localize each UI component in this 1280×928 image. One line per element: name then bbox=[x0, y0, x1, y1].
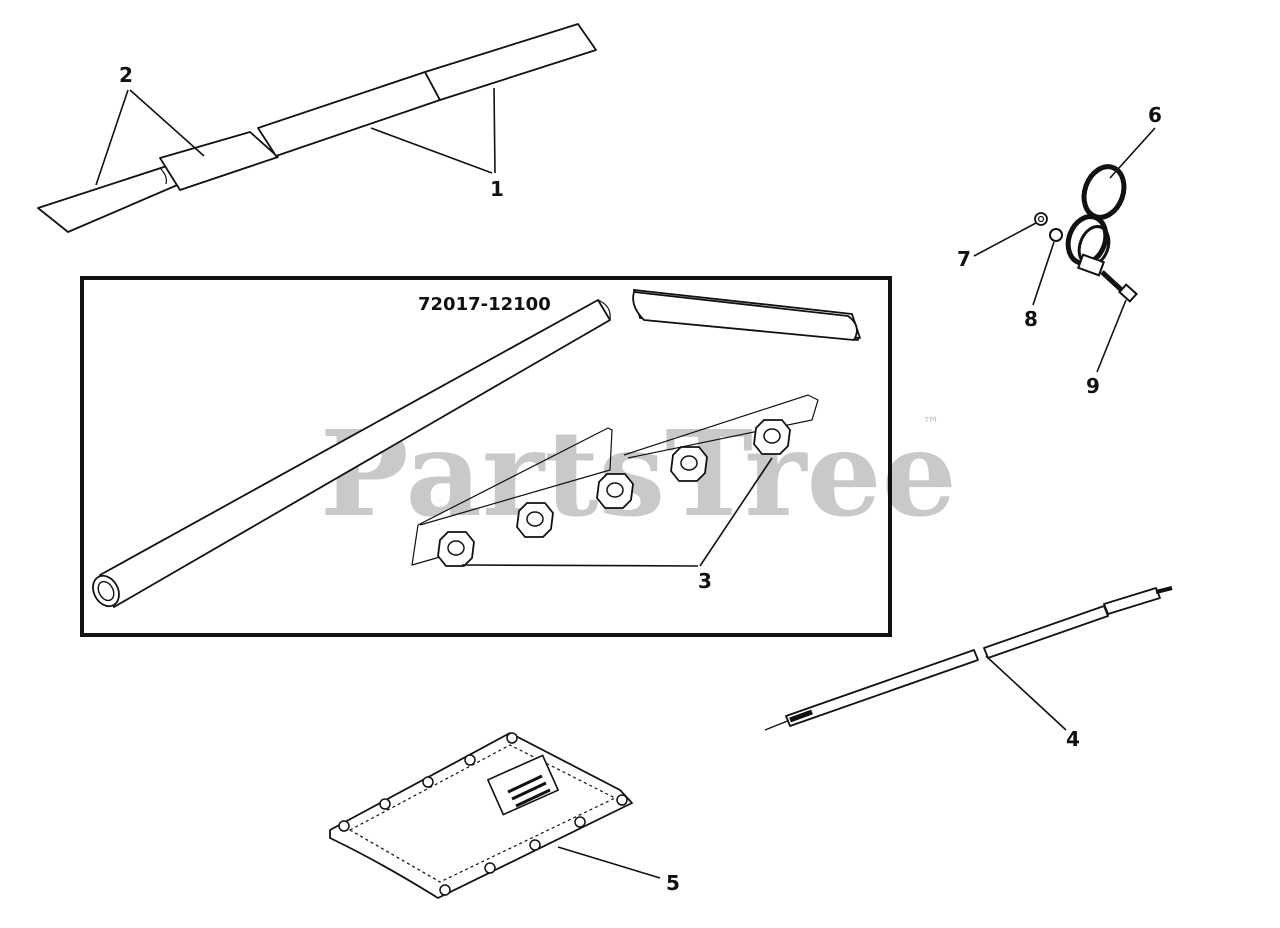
callout-3-label: 3 bbox=[698, 569, 712, 593]
callout-2-label: 2 bbox=[119, 63, 133, 87]
watermark-trademark: ™ bbox=[922, 414, 940, 435]
handle-clamp[interactable] bbox=[1062, 161, 1131, 277]
callout-6-label: 6 bbox=[1148, 103, 1162, 127]
callout-2: 2 bbox=[95, 63, 205, 186]
callout-5: 5 bbox=[557, 846, 680, 895]
callout-3: 3 bbox=[461, 457, 773, 593]
callout-5-label: 5 bbox=[666, 871, 680, 895]
callout-4: 4 bbox=[985, 655, 1080, 751]
drive-shaft[interactable] bbox=[764, 586, 1173, 731]
clamp-nut[interactable] bbox=[1034, 212, 1048, 226]
long-tube[interactable] bbox=[88, 299, 611, 611]
callout-9: 9 bbox=[1086, 299, 1127, 398]
clamp-screw[interactable] bbox=[1100, 270, 1138, 303]
callout-8-label: 8 bbox=[1024, 307, 1038, 331]
callout-8: 8 bbox=[1024, 241, 1055, 331]
callout-1-label: 1 bbox=[490, 177, 504, 201]
callout-9-label: 9 bbox=[1086, 374, 1100, 398]
cover-plate[interactable] bbox=[329, 732, 633, 899]
clamp-washer[interactable] bbox=[1049, 228, 1063, 242]
kit-box: 72017-12100 3 bbox=[80, 276, 892, 637]
nut-set[interactable] bbox=[437, 419, 791, 567]
kit-part-number: 72017-12100 bbox=[418, 294, 551, 315]
callout-6: 6 bbox=[1109, 103, 1162, 179]
callout-1: 1 bbox=[370, 87, 504, 201]
callout-7-label: 7 bbox=[957, 247, 971, 271]
callout-4-label: 4 bbox=[1066, 727, 1080, 751]
short-tube[interactable] bbox=[632, 289, 861, 341]
decal-strips[interactable] bbox=[37, 23, 597, 233]
callout-7: 7 bbox=[957, 222, 1037, 271]
